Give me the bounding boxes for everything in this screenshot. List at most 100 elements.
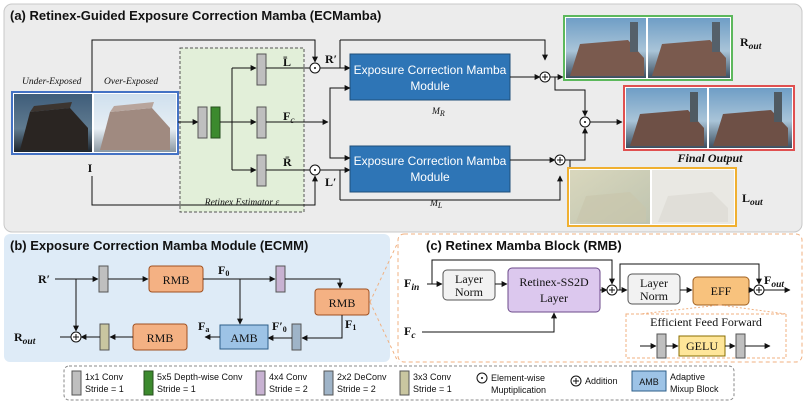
legend-amb-desc-l2: Mixup Block bbox=[670, 384, 719, 394]
c-layer-norm-1-l1: Layer bbox=[455, 272, 483, 286]
b-rmb-1-label: RMB bbox=[163, 273, 190, 287]
l-out-label: Lout bbox=[742, 191, 763, 208]
legend-conv1-l1: 1x1 Conv bbox=[85, 372, 124, 382]
legend-conv3-l2: Stride = 1 bbox=[413, 384, 452, 394]
c-layer-norm-2 bbox=[627, 273, 681, 305]
input-label: I bbox=[88, 161, 93, 175]
input-image-pair bbox=[11, 91, 179, 155]
b-deconv bbox=[291, 323, 302, 351]
legend-mult-l2: Muptiplication bbox=[491, 385, 546, 395]
r-bar-label: R̄ bbox=[283, 155, 292, 169]
skip-r-prime bbox=[340, 39, 548, 61]
legend-deconv-l2: Stride = 2 bbox=[337, 384, 376, 394]
c-add-node-2 bbox=[753, 284, 765, 296]
c-eff-conv-in bbox=[656, 333, 667, 359]
legend-add-symbol bbox=[570, 375, 582, 387]
c-fc-label: Fc bbox=[404, 324, 416, 341]
m-l-label: ML bbox=[429, 199, 443, 210]
estimator-conv1x1 bbox=[197, 106, 208, 139]
estimator-conv-l bbox=[256, 53, 267, 86]
module-r-line2: Module bbox=[410, 79, 450, 93]
legend-amb-label: AMB bbox=[639, 377, 659, 387]
legend-conv1-l2: Stride = 1 bbox=[85, 384, 124, 394]
add-node-l bbox=[554, 154, 566, 166]
legend-conv4-l2: Stride = 2 bbox=[269, 384, 308, 394]
b-fa-label: Fa bbox=[198, 319, 209, 334]
c-layer-norm-1-l2: Norm bbox=[455, 285, 484, 299]
b-f0-prime-label: F′0 bbox=[272, 319, 287, 334]
skip-input-top bbox=[91, 39, 318, 92]
panel-a-title: (a) Retinex-Guided Exposure Correction M… bbox=[10, 8, 381, 23]
c-eff-caption: Efficient Feed Forward bbox=[650, 315, 762, 329]
skip-input-bottom bbox=[91, 175, 318, 206]
l-prime-label: L′ bbox=[325, 175, 336, 189]
c-eff-conv-out bbox=[735, 333, 746, 359]
c-f-in-label: Fin bbox=[404, 276, 419, 293]
b-conv4x4 bbox=[275, 265, 286, 293]
b-f0-label: F0 bbox=[218, 263, 229, 278]
r-out-label: Rout bbox=[740, 35, 762, 52]
b-f1-label: F1 bbox=[345, 317, 356, 332]
legend-add-label: Addition bbox=[585, 376, 618, 386]
under-exposed-image bbox=[14, 94, 92, 152]
c-layer-norm-1 bbox=[442, 269, 496, 301]
legend-dwconv-l2: Stride = 1 bbox=[157, 384, 196, 394]
legend-dwconv-l1: 5x5 Depth-wise Conv bbox=[157, 372, 243, 382]
module-l-line1: Exposure Correction Mamba bbox=[354, 154, 507, 168]
over-exposed-image bbox=[94, 94, 176, 152]
m-r-label: MR bbox=[431, 107, 445, 118]
b-rmb-2-label: RMB bbox=[329, 296, 356, 310]
retinex-estimator-box bbox=[179, 47, 305, 213]
legend bbox=[63, 365, 735, 401]
ecmm-module-r bbox=[349, 53, 511, 101]
skip-l-prime bbox=[340, 175, 563, 201]
b-rmb-3-label: RMB bbox=[147, 331, 174, 345]
estimator-conv-r bbox=[256, 154, 267, 187]
estimator-conv-f bbox=[256, 106, 267, 139]
legend-conv1-swatch bbox=[71, 370, 82, 396]
legend-conv4-swatch bbox=[255, 370, 266, 396]
legend-mult-symbol bbox=[476, 372, 488, 384]
c-eff-label: EFF bbox=[711, 284, 732, 298]
panel-c-title: (c) Retinex Mamba Block (RMB) bbox=[426, 238, 622, 253]
l-bar-label: L̄ bbox=[283, 55, 291, 69]
b-conv1x1-in bbox=[98, 265, 109, 293]
c-layer-norm-2-l1: Layer bbox=[640, 276, 668, 290]
legend-amb-desc-l1: Adaptive bbox=[670, 372, 705, 382]
c-add-node-1 bbox=[606, 284, 618, 296]
legend-deconv-swatch bbox=[323, 370, 334, 396]
c-layer-norm-2-l2: Norm bbox=[640, 289, 669, 303]
multiply-node-r bbox=[309, 62, 321, 74]
c-ss2d-l1: Retinex-SS2D bbox=[519, 275, 589, 289]
legend-deconv-l1: 2x2 DeConv bbox=[337, 372, 387, 382]
multiply-node-final bbox=[579, 116, 591, 128]
legend-conv3-swatch bbox=[399, 370, 410, 396]
add-node-r bbox=[539, 71, 551, 83]
b-r-out-label: Rout bbox=[14, 330, 36, 347]
multiply-node-l bbox=[309, 164, 321, 176]
b-conv3x3 bbox=[99, 323, 110, 351]
fc-label: Fc bbox=[283, 109, 295, 126]
over-exposed-label: Over-Exposed bbox=[104, 77, 158, 87]
final-output-label: Final Output bbox=[676, 151, 743, 165]
l-out-images bbox=[570, 170, 734, 224]
legend-conv4-l1: 4x4 Conv bbox=[269, 372, 308, 382]
final-output-images bbox=[626, 88, 792, 148]
estimator-dwconv bbox=[210, 106, 221, 139]
b-amb-label: AMB bbox=[230, 331, 257, 345]
b-add-node bbox=[70, 331, 82, 343]
c-f-out-label: Fout bbox=[764, 273, 784, 290]
r-out-images bbox=[566, 18, 730, 78]
b-r-prime-label: R′ bbox=[38, 272, 50, 286]
retinex-estimator-label: Retinex Estimator ε bbox=[204, 198, 280, 208]
r-prime-label: R′ bbox=[325, 52, 337, 66]
panel-b-title: (b) Exposure Correction Mamba Module (EC… bbox=[10, 238, 308, 253]
estimator-split-lines bbox=[220, 67, 255, 171]
c-ss2d-l2: Layer bbox=[540, 291, 568, 305]
module-l-line2: Module bbox=[410, 170, 450, 184]
ecmm-module-l bbox=[349, 145, 511, 193]
legend-mult-l1: Element-wise bbox=[491, 373, 545, 383]
module-r-line1: Exposure Correction Mamba bbox=[354, 63, 507, 77]
c-gelu-label: GELU bbox=[686, 339, 718, 353]
